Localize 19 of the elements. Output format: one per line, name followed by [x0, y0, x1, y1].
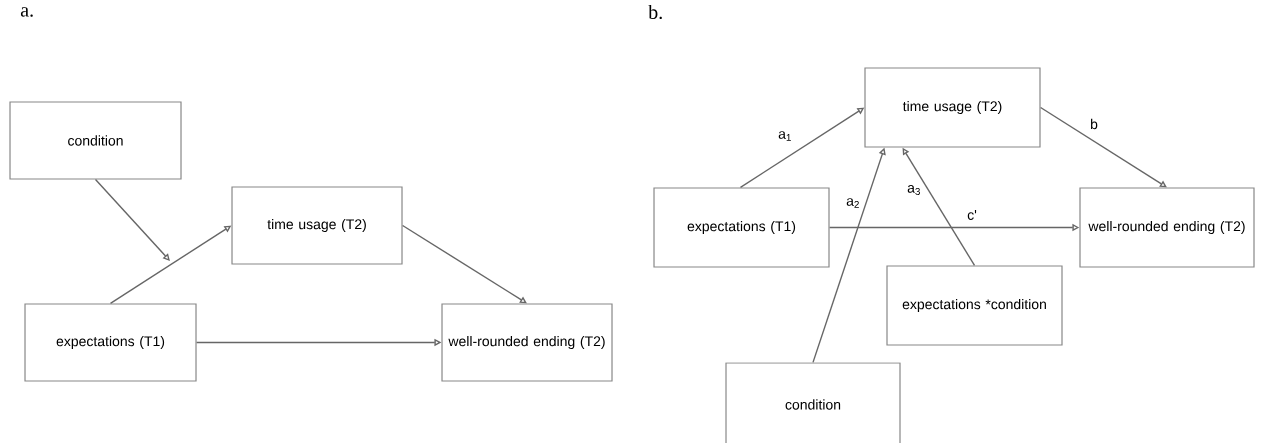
edge-label: c'	[966, 209, 978, 221]
variable-box: condition	[725, 362, 901, 443]
panel-label: b.	[648, 4, 662, 20]
variable-box: expectations (T1)	[24, 303, 197, 382]
edge-label: b	[1089, 117, 1099, 131]
edge-label: a$_{1}$	[777, 130, 793, 142]
variable-box: expectations (T1)	[653, 187, 830, 268]
edge-label: a$_{2}$	[845, 197, 861, 209]
variable-box: time usage (T2)	[231, 186, 403, 265]
arrow	[94, 178, 170, 261]
arrow	[401, 224, 527, 304]
edge-label: a$_{3}$	[906, 184, 922, 196]
variable-box: condition	[9, 101, 182, 180]
variable-box: well-rounded ending (T2)	[441, 303, 613, 382]
variable-box: expectations *condition	[886, 265, 1063, 346]
panel-label: a.	[20, 7, 33, 17]
variable-box: well-rounded ending (T2)	[1079, 187, 1255, 268]
variable-box: time usage (T2)	[864, 67, 1041, 148]
arrow	[1039, 106, 1167, 188]
